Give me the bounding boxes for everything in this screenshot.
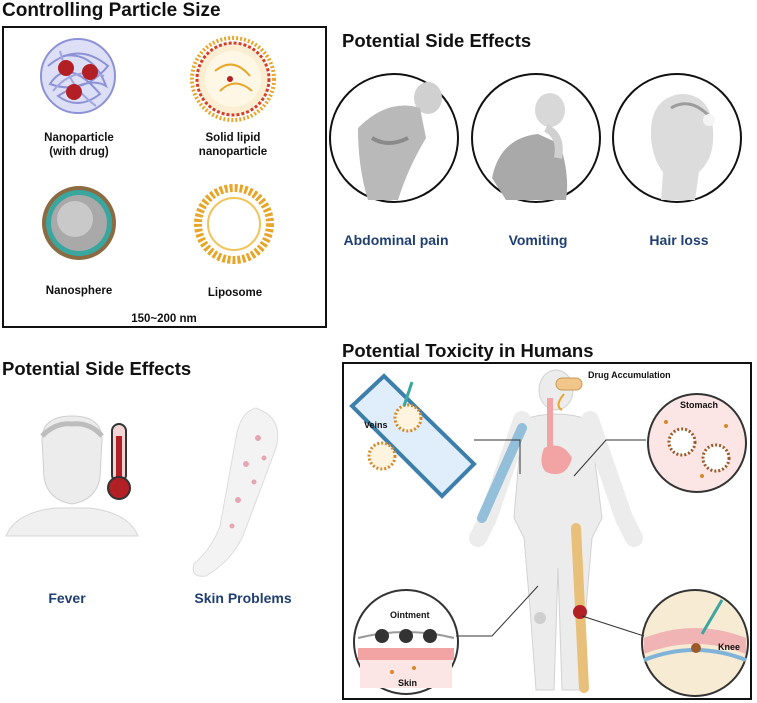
toxicity-panel-title: Potential Toxicity in Humans	[342, 340, 594, 361]
veins-illustration	[349, 373, 477, 499]
knee-label: Knee	[718, 642, 741, 652]
nanoparticle-label-line1: Nanoparticle	[44, 132, 114, 144]
connector-lines	[456, 439, 646, 637]
fever-illustration	[5, 415, 139, 537]
drug-accumulation-label: Drug Accumulation	[588, 370, 671, 380]
skin-problems-illustration	[192, 407, 279, 577]
hair-loss-label: Hair loss	[649, 232, 709, 248]
abdominal-pain-label: Abdominal pain	[343, 232, 449, 248]
nanosphere-illustration	[42, 186, 116, 260]
solid-lipid-label-line2: nanoparticle	[198, 146, 268, 158]
ointment-skin-zoom-illustration	[353, 589, 459, 695]
skin-label: Skin	[398, 678, 418, 688]
capsule-icon	[555, 377, 583, 411]
veins-label: Veins	[364, 420, 388, 430]
skin-problems-label: Skin Problems	[194, 590, 292, 606]
particle-panel: Nanoparticle (with drug) Solid lipid nan…	[2, 26, 327, 328]
solid-lipid-nanoparticle-illustration	[190, 36, 276, 122]
liposome-label: Liposome	[207, 287, 263, 299]
knee-zoom-illustration	[641, 589, 749, 697]
hair-loss-illustration	[612, 73, 742, 203]
nanosphere-label: Nanosphere	[45, 285, 113, 297]
side-effects-bottom-title: Potential Side Effects	[2, 358, 192, 379]
solid-lipid-label-line1: Solid lipid	[205, 132, 261, 144]
ointment-label: Ointment	[390, 610, 430, 620]
human-body-illustration	[469, 369, 643, 693]
abdominal-pain-illustration	[329, 73, 459, 203]
particle-panel-title: Controlling Particle Size	[2, 0, 221, 21]
vomiting-illustration	[471, 73, 601, 203]
size-range-label: 150~200 nm	[131, 313, 197, 325]
toxicity-panel: Drug Accumulation Veins Stomach Ointment…	[342, 362, 752, 700]
stomach-zoom-illustration	[647, 393, 747, 493]
nanoparticle-illustration	[40, 38, 116, 114]
liposome-illustration	[194, 184, 274, 264]
stomach-label: Stomach	[680, 400, 719, 410]
nanoparticle-label: Nanoparticle (with drug)	[24, 131, 134, 159]
solid-lipid-label: Solid lipid nanoparticle	[174, 131, 292, 159]
side-effects-top-title: Potential Side Effects	[342, 30, 532, 51]
nanoparticle-label-line2: (with drug)	[49, 146, 109, 158]
vomiting-label: Vomiting	[508, 232, 568, 248]
fever-label: Fever	[48, 590, 86, 606]
